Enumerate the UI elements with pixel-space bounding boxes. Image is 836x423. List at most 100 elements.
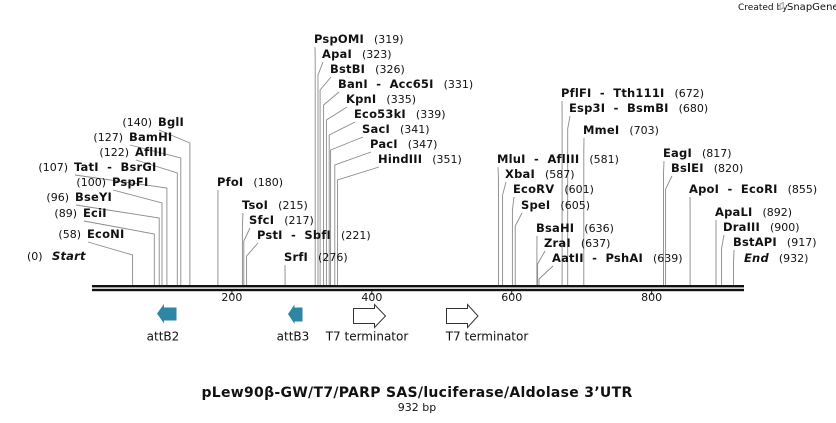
t7-terminator-arrow-icon xyxy=(353,303,387,329)
enzyme-name: SacI xyxy=(362,122,390,136)
cut-site-bslei[interactable]: BslEI (820) xyxy=(671,161,743,175)
cut-site-ecorv[interactable]: EcoRV (601) xyxy=(513,182,594,196)
enzyme-name: ApaLI xyxy=(715,205,753,219)
cut-site-aatii-pshai[interactable]: AatII - PshAI(639) xyxy=(552,251,683,265)
cut-site-bani-acc65i[interactable]: BanI - Acc65I (331) xyxy=(338,77,473,91)
cut-site-tati-bsrgi[interactable]: (107)TatI - BsrGI xyxy=(38,160,156,174)
cut-site-end[interactable]: End(932) xyxy=(744,251,808,265)
leader-line-paci xyxy=(334,151,372,285)
cut-site-econi[interactable]: (58)EcoNI xyxy=(58,227,124,241)
enzyme-position: (817) xyxy=(702,147,732,160)
enzyme-position: (0) xyxy=(27,250,43,263)
feature-t7-terminator-1[interactable]: T7 terminator xyxy=(325,303,409,344)
cut-site-kpni[interactable]: KpnI(335) xyxy=(346,92,416,106)
enzyme-position: (820) xyxy=(714,162,744,175)
enzyme-name: BslEI xyxy=(671,161,704,175)
cut-site-paci[interactable]: PacI(347) xyxy=(370,137,437,151)
enzyme-position: (601) xyxy=(564,183,594,196)
cut-site-srfi[interactable]: SrfI(276) xyxy=(284,250,348,264)
map-title: pLew90β-GW/T7/PARP SAS/luciferase/Aldola… xyxy=(201,385,632,401)
feature-attb2[interactable]: attB2 xyxy=(147,304,180,344)
cut-site-tsoi[interactable]: TsoI(215) xyxy=(242,198,308,212)
cut-site-bseyi[interactable]: (96)BseYI xyxy=(46,190,112,204)
enzyme-position: (917) xyxy=(787,236,817,249)
leader-line-bseyi xyxy=(75,204,160,285)
cut-site-bgli[interactable]: (140)BglI xyxy=(122,115,184,129)
leader-line-bstbi xyxy=(319,76,332,285)
enzyme-position: (637) xyxy=(581,237,611,250)
leader-line-saci xyxy=(330,136,364,285)
cut-site-start[interactable]: (0) Start xyxy=(27,249,86,263)
enzyme-name: TsoI xyxy=(242,198,268,212)
leader-line-zrai xyxy=(537,250,546,285)
cut-site-apali[interactable]: ApaLI(892) xyxy=(715,205,792,219)
cut-site-hindiii[interactable]: HindIII (351) xyxy=(378,152,462,166)
enzyme-position: (932) xyxy=(779,252,809,265)
cut-site-psti-sbfi[interactable]: PstI - SbfI(221) xyxy=(257,228,371,242)
feature-label: attB3 xyxy=(277,330,310,344)
cut-site-apoi-ecori[interactable]: ApoI - EcoRI(855) xyxy=(689,182,817,196)
cut-site-bstbi[interactable]: BstBI (326) xyxy=(330,62,405,76)
enzyme-position: (351) xyxy=(432,153,462,166)
cut-site-bsahi[interactable]: BsaHI(636) xyxy=(536,221,614,235)
leader-line-aatii-pshai xyxy=(538,265,554,285)
cut-site-afliii[interactable]: (122)AflIII xyxy=(99,145,166,159)
cut-site-bstapi[interactable]: BstAPI(917) xyxy=(733,235,817,249)
cut-site-apai[interactable]: ApaI(323) xyxy=(322,47,392,61)
enzyme-position: (140) xyxy=(122,116,152,129)
enzyme-name: EciI xyxy=(83,206,107,220)
cut-site-bamhi[interactable]: (127)BamHI xyxy=(93,130,172,144)
cut-site-spei[interactable]: SpeI(605) xyxy=(521,198,590,212)
enzyme-position: (96) xyxy=(46,191,69,204)
enzyme-name: TatI - BsrGI xyxy=(74,160,157,174)
cut-site-ecii[interactable]: (89) EciI xyxy=(54,206,106,220)
cut-site-zrai[interactable]: ZraI(637) xyxy=(544,236,610,250)
leader-line-ecorv xyxy=(511,196,515,285)
cut-site-mlui-afliii[interactable]: MluI - AflIII(581) xyxy=(497,152,619,166)
feature-t7-terminator-2[interactable]: T7 terminator xyxy=(445,303,529,344)
enzyme-position: (89) xyxy=(54,207,77,220)
enzyme-position: (323) xyxy=(362,48,392,61)
cut-site-pfoi[interactable]: PfoI(180) xyxy=(217,175,283,189)
cut-site-pflfi-tth111i[interactable]: PflFI - Tth111I(672) xyxy=(561,86,704,100)
cut-site-mmei[interactable]: MmeI(703) xyxy=(583,123,659,137)
leader-line-afliii xyxy=(135,159,178,285)
enzyme-name: Eco53kI xyxy=(354,107,406,121)
cut-site-saci[interactable]: SacI (341) xyxy=(362,122,430,136)
attb2-arrow-icon xyxy=(157,304,177,324)
enzyme-position: (127) xyxy=(93,131,123,144)
enzyme-name: BanI - Acc65I xyxy=(338,77,434,91)
cut-site-eco53ki[interactable]: Eco53kI(339) xyxy=(354,107,446,121)
cut-site-labels: (0)Start(58)EcoNI(89)EciI(96)BseYI(100)P… xyxy=(27,32,817,265)
feature-attb3[interactable]: attB3 xyxy=(277,304,310,344)
snapgene-brand-text: SnapGene xyxy=(787,2,836,13)
leader-line-bstapi xyxy=(733,249,735,285)
enzyme-position: (341) xyxy=(400,123,430,136)
enzyme-name: EcoRV xyxy=(513,182,554,196)
enzyme-position: (58) xyxy=(58,228,81,241)
enzyme-position: (331) xyxy=(444,78,474,91)
cut-site-pspfi[interactable]: (100)PspFI xyxy=(76,175,148,189)
sequence-backbone xyxy=(92,285,744,292)
enzyme-position: (639) xyxy=(653,252,683,265)
leader-line-apai xyxy=(317,61,324,285)
leader-line-tati-bsrgi xyxy=(74,174,168,285)
cut-site-pspomi[interactable]: PspOMI(319) xyxy=(314,32,404,46)
enzyme-name: XbaI xyxy=(505,167,535,181)
enzyme-position: (581) xyxy=(589,153,619,166)
enzyme-name: Start xyxy=(52,249,86,263)
cut-site-esp3i-bsmbi[interactable]: Esp3I - BsmBI(680) xyxy=(569,101,708,115)
leader-line-bgli xyxy=(158,129,191,285)
enzyme-position: (326) xyxy=(375,63,405,76)
enzyme-position: (855) xyxy=(788,183,818,196)
enzyme-name: EagI xyxy=(663,146,692,160)
cut-site-draiii[interactable]: DraIII(900) xyxy=(723,220,800,234)
tick-label: 200 xyxy=(221,291,242,304)
enzyme-position: (100) xyxy=(76,176,106,189)
enzyme-name: HindIII xyxy=(378,152,422,166)
enzyme-name: SrfI xyxy=(284,250,308,264)
enzyme-name: BstBI xyxy=(330,62,365,76)
cut-site-eagi[interactable]: EagI (817) xyxy=(663,146,732,160)
cut-site-sfci[interactable]: SfcI(217) xyxy=(249,213,314,227)
cut-site-xbai[interactable]: XbaI(587) xyxy=(505,167,575,181)
